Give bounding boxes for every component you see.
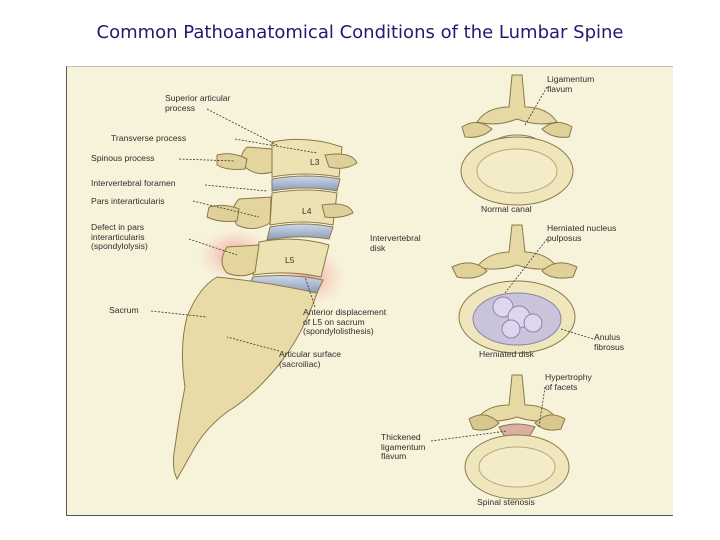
spine-illustration: L3 L4 L5 Superior articular process Tran… xyxy=(66,66,673,516)
stenosis-vertebra xyxy=(464,374,570,500)
level-l3: L3 xyxy=(310,157,320,167)
leader-lines xyxy=(150,86,594,442)
slide-title: Common Pathoanatomical Conditions of the… xyxy=(96,22,624,43)
level-l4: L4 xyxy=(302,206,312,216)
label-herniated-nucleus-pulposus: Herniated nucleus pulposus xyxy=(547,223,617,243)
label-transverse-process: Transverse process xyxy=(111,133,187,143)
label-hypertrophy-of-facets: Hypertrophy of facets xyxy=(545,372,592,392)
lateral-spine xyxy=(172,138,358,481)
normal-canal-vertebra xyxy=(460,74,574,206)
label-spinal-stenosis: Spinal stenosis xyxy=(477,497,535,507)
label-normal-canal: Normal canal xyxy=(481,204,532,214)
herniated-disk-vertebra xyxy=(451,224,578,354)
label-ligamentum-flavum: Ligamentum flavum xyxy=(547,74,595,94)
label-thickened-ligamentum-flavum: Thickened ligamentum flavum xyxy=(381,432,426,461)
label-anterior-displacement: Anterior displacement of L5 on sacrum (s… xyxy=(303,307,387,336)
spine-drawing xyxy=(150,74,594,500)
label-intervertebral-disk: Intervertebral disk xyxy=(370,233,421,253)
label-articular-surface: Articular surface (sacroiliac) xyxy=(279,349,342,369)
label-superior-articular-process: Superior articular process xyxy=(165,93,231,113)
label-herniated-disk: Herniated disk xyxy=(479,349,534,359)
level-l5: L5 xyxy=(285,255,295,265)
label-pars-interarticularis: Pars interarticularis xyxy=(91,196,165,206)
label-defect-spondylolysis: Defect in pars interarticularis (spondyl… xyxy=(91,222,148,251)
label-sacrum: Sacrum xyxy=(109,305,139,315)
label-intervertebral-foramen: Intervertebral foramen xyxy=(91,178,176,188)
label-spinous-process: Spinous process xyxy=(91,153,155,163)
label-anulus-fibrosus: Anulus fibrosus xyxy=(594,332,625,352)
